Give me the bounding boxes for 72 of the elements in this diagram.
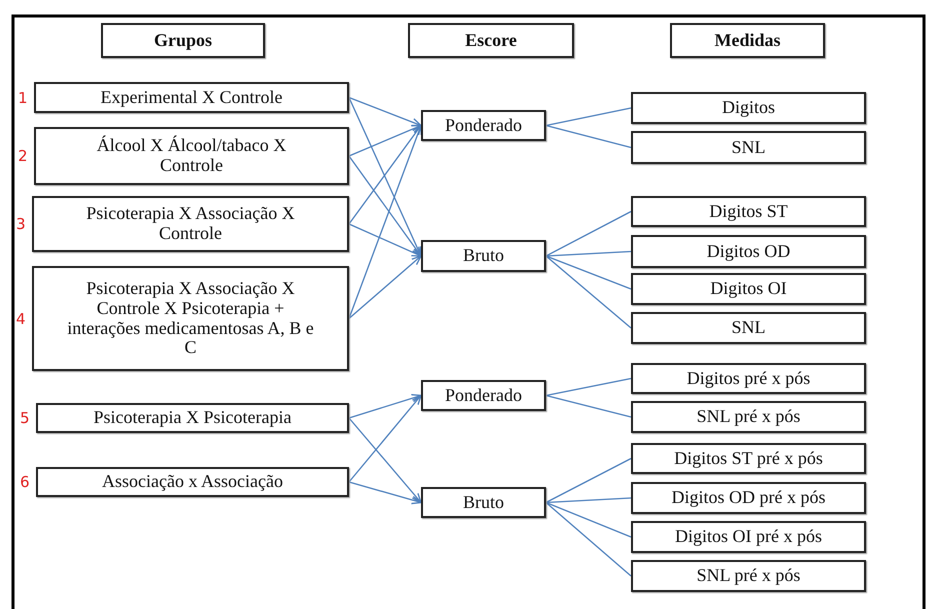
connector-line [546, 255, 632, 290]
process-box [631, 482, 866, 514]
box-label: Psicoterapia X Associação X Controle X Psicoterapia + interações medicamentosas A, B e C [66, 278, 315, 358]
box-label: SNL [730, 318, 766, 338]
process-box [421, 487, 546, 518]
group-number: 4 [16, 310, 26, 327]
box-label: Bruto [462, 492, 505, 512]
group-number: 5 [20, 410, 30, 426]
header-box [670, 23, 825, 58]
process-box [421, 380, 546, 411]
process-box [631, 521, 866, 553]
process-box [631, 235, 866, 268]
process-box [631, 401, 866, 433]
connector-line [546, 256, 632, 328]
box-label: Bruto [462, 246, 505, 266]
connector-line [348, 394, 422, 482]
box-label: Grupos [152, 30, 214, 50]
box-label: Escore [464, 30, 518, 50]
connector-line [546, 210, 632, 257]
process-box [631, 131, 866, 164]
process-box [631, 443, 866, 474]
box-label: SNL pré x pós [696, 566, 802, 586]
box-label: Digitos pré x pós [686, 368, 812, 388]
group-number: 2 [18, 148, 28, 164]
connector-line [348, 124, 422, 224]
connector-line [546, 502, 632, 538]
connector-line [348, 418, 422, 504]
box-label: SNL [730, 138, 766, 158]
process-box [631, 312, 866, 344]
process-box [631, 560, 866, 592]
connector-line [546, 124, 632, 148]
connector-line [546, 394, 632, 418]
box-label: Digitos OD pré x pós [670, 488, 826, 508]
box-label: Digitos OD [706, 242, 792, 262]
connector-line [546, 502, 632, 576]
box-label: Digitos ST [708, 202, 789, 222]
box-label: Associação x Associação [101, 472, 284, 492]
connector-line [546, 497, 632, 504]
box-label: Digitos [720, 98, 776, 118]
box-label: Psicoterapia X Psicoterapia [92, 408, 292, 428]
box-label: SNL pré x pós [696, 407, 802, 427]
connector-line [546, 458, 632, 504]
connector-line [348, 156, 422, 257]
header-box [101, 23, 265, 58]
box-label: Digitos OI [709, 279, 788, 299]
box-label: Medidas [713, 30, 782, 50]
group-number: 3 [16, 216, 26, 232]
connector-line [348, 255, 422, 319]
box-label: Digitos OI pré x pós [674, 527, 823, 547]
box-label: Ponderado [444, 116, 523, 136]
connector-line [348, 124, 422, 157]
process-box [631, 196, 866, 227]
connector-line [348, 481, 422, 504]
connector-line [348, 223, 422, 257]
box-label: Experimental X Controle [100, 88, 284, 108]
process-box [631, 92, 866, 124]
header-box [408, 23, 574, 58]
box-label: Digitos ST pré x pós [673, 448, 824, 468]
process-box [421, 110, 546, 141]
process-box [421, 240, 546, 272]
process-box [631, 363, 866, 394]
connector-line [546, 107, 632, 126]
group-number: 1 [18, 89, 28, 106]
box-label: Álcool X Álcool/tabaco X Controle [96, 136, 288, 176]
process-box [631, 273, 866, 305]
box-label: Psicoterapia X Associação X Controle [85, 204, 296, 244]
connector-line [546, 378, 632, 396]
group-number: 6 [20, 474, 30, 490]
connector-line [348, 394, 422, 419]
connector-line [348, 96, 422, 126]
connector-line [546, 250, 632, 257]
box-label: Ponderado [444, 386, 523, 406]
